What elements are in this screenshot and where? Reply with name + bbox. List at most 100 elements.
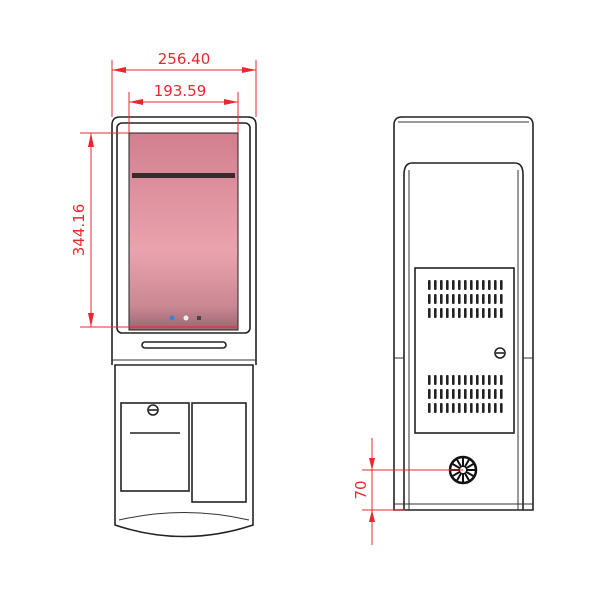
vent-slot	[434, 308, 437, 318]
vent-slot	[500, 375, 503, 385]
vent-slot	[464, 375, 467, 385]
vent-slot	[482, 308, 485, 318]
vent-slot	[452, 403, 455, 413]
fan-blade	[463, 472, 470, 481]
vent-slot	[494, 294, 497, 304]
fan-blade	[452, 463, 461, 470]
vent-slot	[500, 308, 503, 318]
vent-slot	[434, 294, 437, 304]
vent-slot	[476, 308, 479, 318]
vent-slot	[440, 294, 443, 304]
vent-slot	[464, 389, 467, 399]
fan-blade	[456, 459, 463, 468]
vent-slot	[482, 389, 485, 399]
vent-slot	[440, 403, 443, 413]
vent-slot	[482, 294, 485, 304]
vent-slot	[446, 294, 449, 304]
lock-icon	[147, 404, 159, 416]
vent-slot	[428, 389, 431, 399]
dimension-screen-width: 193.59	[128, 82, 239, 133]
vent-slot	[476, 375, 479, 385]
dimension-label: 256.40	[158, 50, 211, 68]
vent-slot	[470, 403, 473, 413]
vent-slot	[488, 375, 491, 385]
vent-slot	[446, 280, 449, 290]
vent-slot	[452, 389, 455, 399]
vent-slot	[476, 280, 479, 290]
vent-slot	[434, 389, 437, 399]
vent-slot	[488, 280, 491, 290]
vent-slot	[476, 294, 479, 304]
vent-slot	[476, 389, 479, 399]
vent-slot	[458, 294, 461, 304]
vent-slot	[434, 280, 437, 290]
fan-blade	[465, 470, 474, 477]
vent-slot	[500, 280, 503, 290]
vent-slot	[488, 294, 491, 304]
vent-slot	[464, 280, 467, 290]
vent-slot	[440, 389, 443, 399]
screen-bezel	[116, 122, 251, 334]
side-body	[393, 116, 534, 511]
vent-slot	[458, 375, 461, 385]
vent-slot	[458, 389, 461, 399]
base-curve	[118, 512, 250, 521]
vent-slot	[446, 375, 449, 385]
vent-slot	[428, 280, 431, 290]
vent-slot	[458, 403, 461, 413]
vent-slot	[494, 389, 497, 399]
vent-slot	[470, 375, 473, 385]
vent-slot	[446, 389, 449, 399]
front-view	[111, 116, 257, 538]
side-inner-panel	[403, 162, 524, 510]
vent-slot	[488, 389, 491, 399]
vent-slot	[494, 280, 497, 290]
vent-slot	[452, 375, 455, 385]
vent-panel	[414, 267, 515, 434]
button-slot	[141, 341, 227, 349]
vent-slot	[470, 280, 473, 290]
vent-slot	[452, 308, 455, 318]
vent-slot	[488, 308, 491, 318]
vent-slot	[452, 294, 455, 304]
side-view	[393, 116, 534, 511]
app-icon	[183, 315, 189, 321]
vent-slot	[446, 308, 449, 318]
dimension-screen-height: 344.16	[70, 132, 238, 328]
dimension-label: 70	[352, 480, 370, 499]
vent-slot	[428, 403, 431, 413]
vent-slot	[446, 403, 449, 413]
vent-slot	[500, 294, 503, 304]
search-bar	[132, 173, 235, 178]
front-upper-body	[111, 116, 257, 365]
vent-slot	[428, 375, 431, 385]
vent-slot	[482, 375, 485, 385]
vent-slot	[428, 294, 431, 304]
app-icon	[169, 315, 175, 321]
vent-slot	[488, 403, 491, 413]
dimension-label: 193.59	[154, 82, 207, 100]
vent-slot	[500, 403, 503, 413]
app-icon	[197, 316, 201, 320]
vent-slot	[470, 389, 473, 399]
dimension-label: 344.16	[70, 204, 88, 257]
vent-slot	[464, 308, 467, 318]
dimension-fan-height: 70	[352, 438, 463, 545]
vent-slot	[434, 375, 437, 385]
vent-slot	[500, 389, 503, 399]
vent-slot	[464, 403, 467, 413]
vent-slot	[494, 403, 497, 413]
vent-slot	[440, 375, 443, 385]
side-panel	[191, 402, 247, 503]
vent-slot	[452, 280, 455, 290]
vent-slot	[458, 308, 461, 318]
vent-slot	[428, 308, 431, 318]
fan-blade	[452, 470, 461, 477]
fan-blade	[456, 472, 463, 481]
vent-slot	[476, 403, 479, 413]
vent-slot	[494, 375, 497, 385]
vent-slot	[482, 280, 485, 290]
dimension-overall-width: 256.40	[111, 50, 257, 117]
